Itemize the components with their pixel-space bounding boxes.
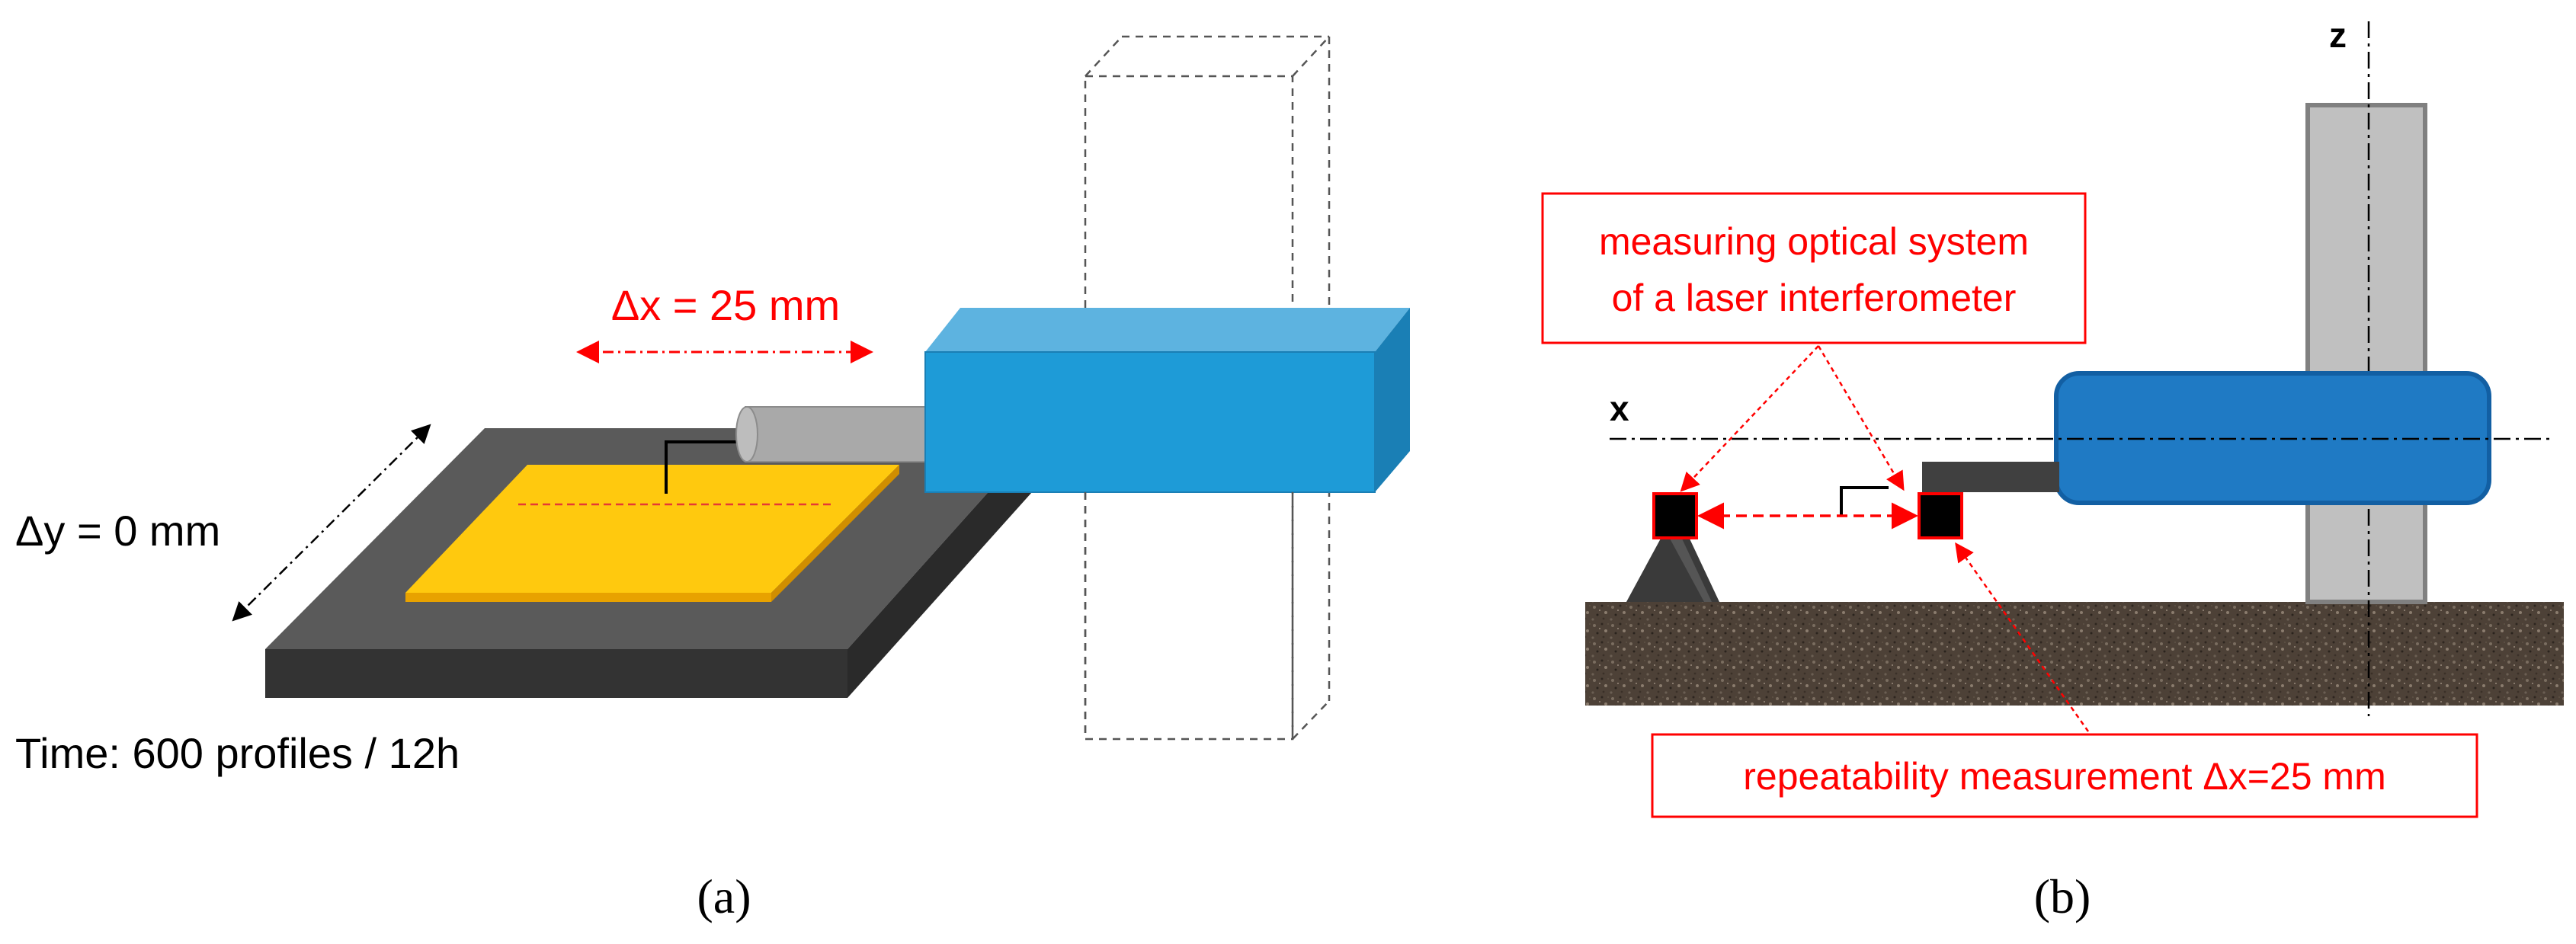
- optics-leader-left: [1680, 345, 1819, 492]
- dy-arrow: [232, 424, 431, 622]
- caption-b: (b): [2034, 869, 2091, 923]
- machine-column: [2305, 103, 2427, 604]
- specimen-plate: [405, 465, 899, 602]
- platform-front: [265, 649, 847, 698]
- repeatability-callout-text: repeatability measurement Δx=25 mm: [1743, 755, 2385, 798]
- ground-base: [1585, 602, 2564, 706]
- repeatability-callout-box: [1651, 733, 2478, 818]
- stylus: [665, 440, 739, 494]
- time-label: Time: 600 profiles / 12h: [15, 729, 460, 777]
- drive-unit-front: [924, 351, 1376, 493]
- repeatability-leader: [1955, 542, 2090, 732]
- drive-unit: [924, 308, 1410, 493]
- probe-hook: [1840, 486, 1889, 515]
- dy-label: Δy = 0 mm: [15, 507, 220, 555]
- drive-unit-top: [925, 308, 1410, 352]
- probe-arm: [735, 406, 931, 462]
- machine-arm: [1922, 462, 2059, 492]
- optics-callout-line2: of a laser interferometer: [1612, 277, 2017, 319]
- optics-leader-right: [1817, 345, 1905, 491]
- optics-block-fixed: [1652, 492, 1698, 539]
- dx-label: Δx = 25 mm: [611, 281, 840, 329]
- optics-callout-line1: measuring optical system: [1599, 220, 2029, 263]
- caption-a: (a): [697, 869, 751, 923]
- optics-callout-box: [1541, 192, 2087, 344]
- drive-unit-side: [1375, 308, 1410, 492]
- panel-a: Δx = 25 mm Δy = 0 mm Time: 600 profiles …: [15, 35, 1410, 923]
- z-axis-label: z: [2329, 15, 2347, 55]
- optics-block-moving: [1918, 492, 1963, 539]
- panel-b: z x measuring optical system of a laser …: [1541, 15, 2564, 923]
- platform-side: [847, 428, 1046, 698]
- x-axis-label: x: [1610, 389, 1629, 428]
